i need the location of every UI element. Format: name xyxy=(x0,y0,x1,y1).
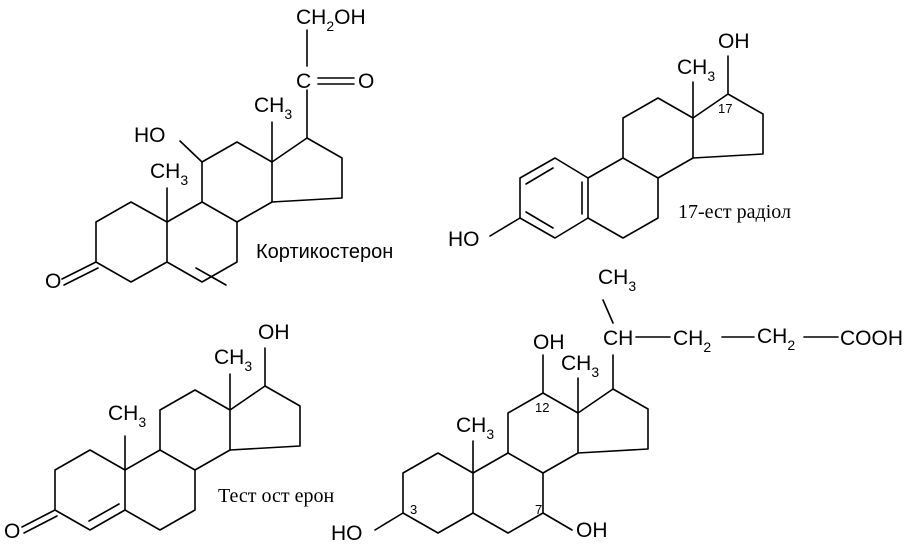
methyl-label-c19: CH3 xyxy=(456,414,494,442)
methyl-label: CH3 xyxy=(677,56,715,84)
position-7-label: 7 xyxy=(535,502,542,517)
estradiol-structure: OH CH3 17 HO 17-ест радіол xyxy=(448,30,791,251)
methylene-label-a: CH2 xyxy=(673,327,711,355)
carbonyl-c-label: C xyxy=(296,70,311,93)
hydroxy-label-c3: HO xyxy=(331,522,363,545)
methyl-label-c18: CH3 xyxy=(561,352,599,380)
estradiol-bonds xyxy=(489,55,764,239)
methyl-label-c21: CH3 xyxy=(598,266,636,294)
methyl-label-c19: CH3 xyxy=(108,402,146,430)
position-17-label: 17 xyxy=(718,101,732,116)
methyl-label-c18: CH3 xyxy=(214,346,252,374)
cholic-acid-bonds xyxy=(374,299,839,534)
corticosterone-bonds xyxy=(61,29,355,286)
corticosterone-structure: CH2OH C O HO CH3 CH3 O Кортикостерон xyxy=(45,6,393,293)
testosterone-structure: OH CH3 CH3 O Тест ост ерон xyxy=(4,321,334,543)
methine-label: CH xyxy=(603,327,633,350)
hydroxy-label-c12: OH xyxy=(533,331,565,354)
methylene-label-b: CH2 xyxy=(757,325,795,353)
cholic-acid-structure: CH3 CH CH2 CH2 COOH OH 12 CH3 CH3 3 7 HO… xyxy=(331,266,903,545)
position-3-label: 3 xyxy=(410,502,417,517)
phenol-label: HO xyxy=(448,228,480,251)
keto-oxygen-label: O xyxy=(4,520,20,543)
methyl-label-c18: CH3 xyxy=(254,94,292,122)
position-12-label: 12 xyxy=(535,400,549,415)
hydroxy-label: OH xyxy=(258,321,290,344)
keto-oxygen-label: O xyxy=(45,270,61,293)
compound-name: 17-ест радіол xyxy=(678,201,791,223)
testosterone-bonds xyxy=(21,347,301,534)
methyl-label-c19: CH3 xyxy=(150,160,188,188)
compound-name: Кортикостерон xyxy=(256,241,393,263)
carbonyl-o-label: O xyxy=(358,70,374,93)
hydroxy-label: HO xyxy=(134,124,166,147)
hydroxy-label-c7: OH xyxy=(576,519,608,542)
carboxyl-label: COOH xyxy=(840,327,903,350)
compound-name: Тест ост ерон xyxy=(218,485,334,507)
ch2oh-label: CH2OH xyxy=(296,6,366,34)
hydroxy-label: OH xyxy=(718,30,750,53)
